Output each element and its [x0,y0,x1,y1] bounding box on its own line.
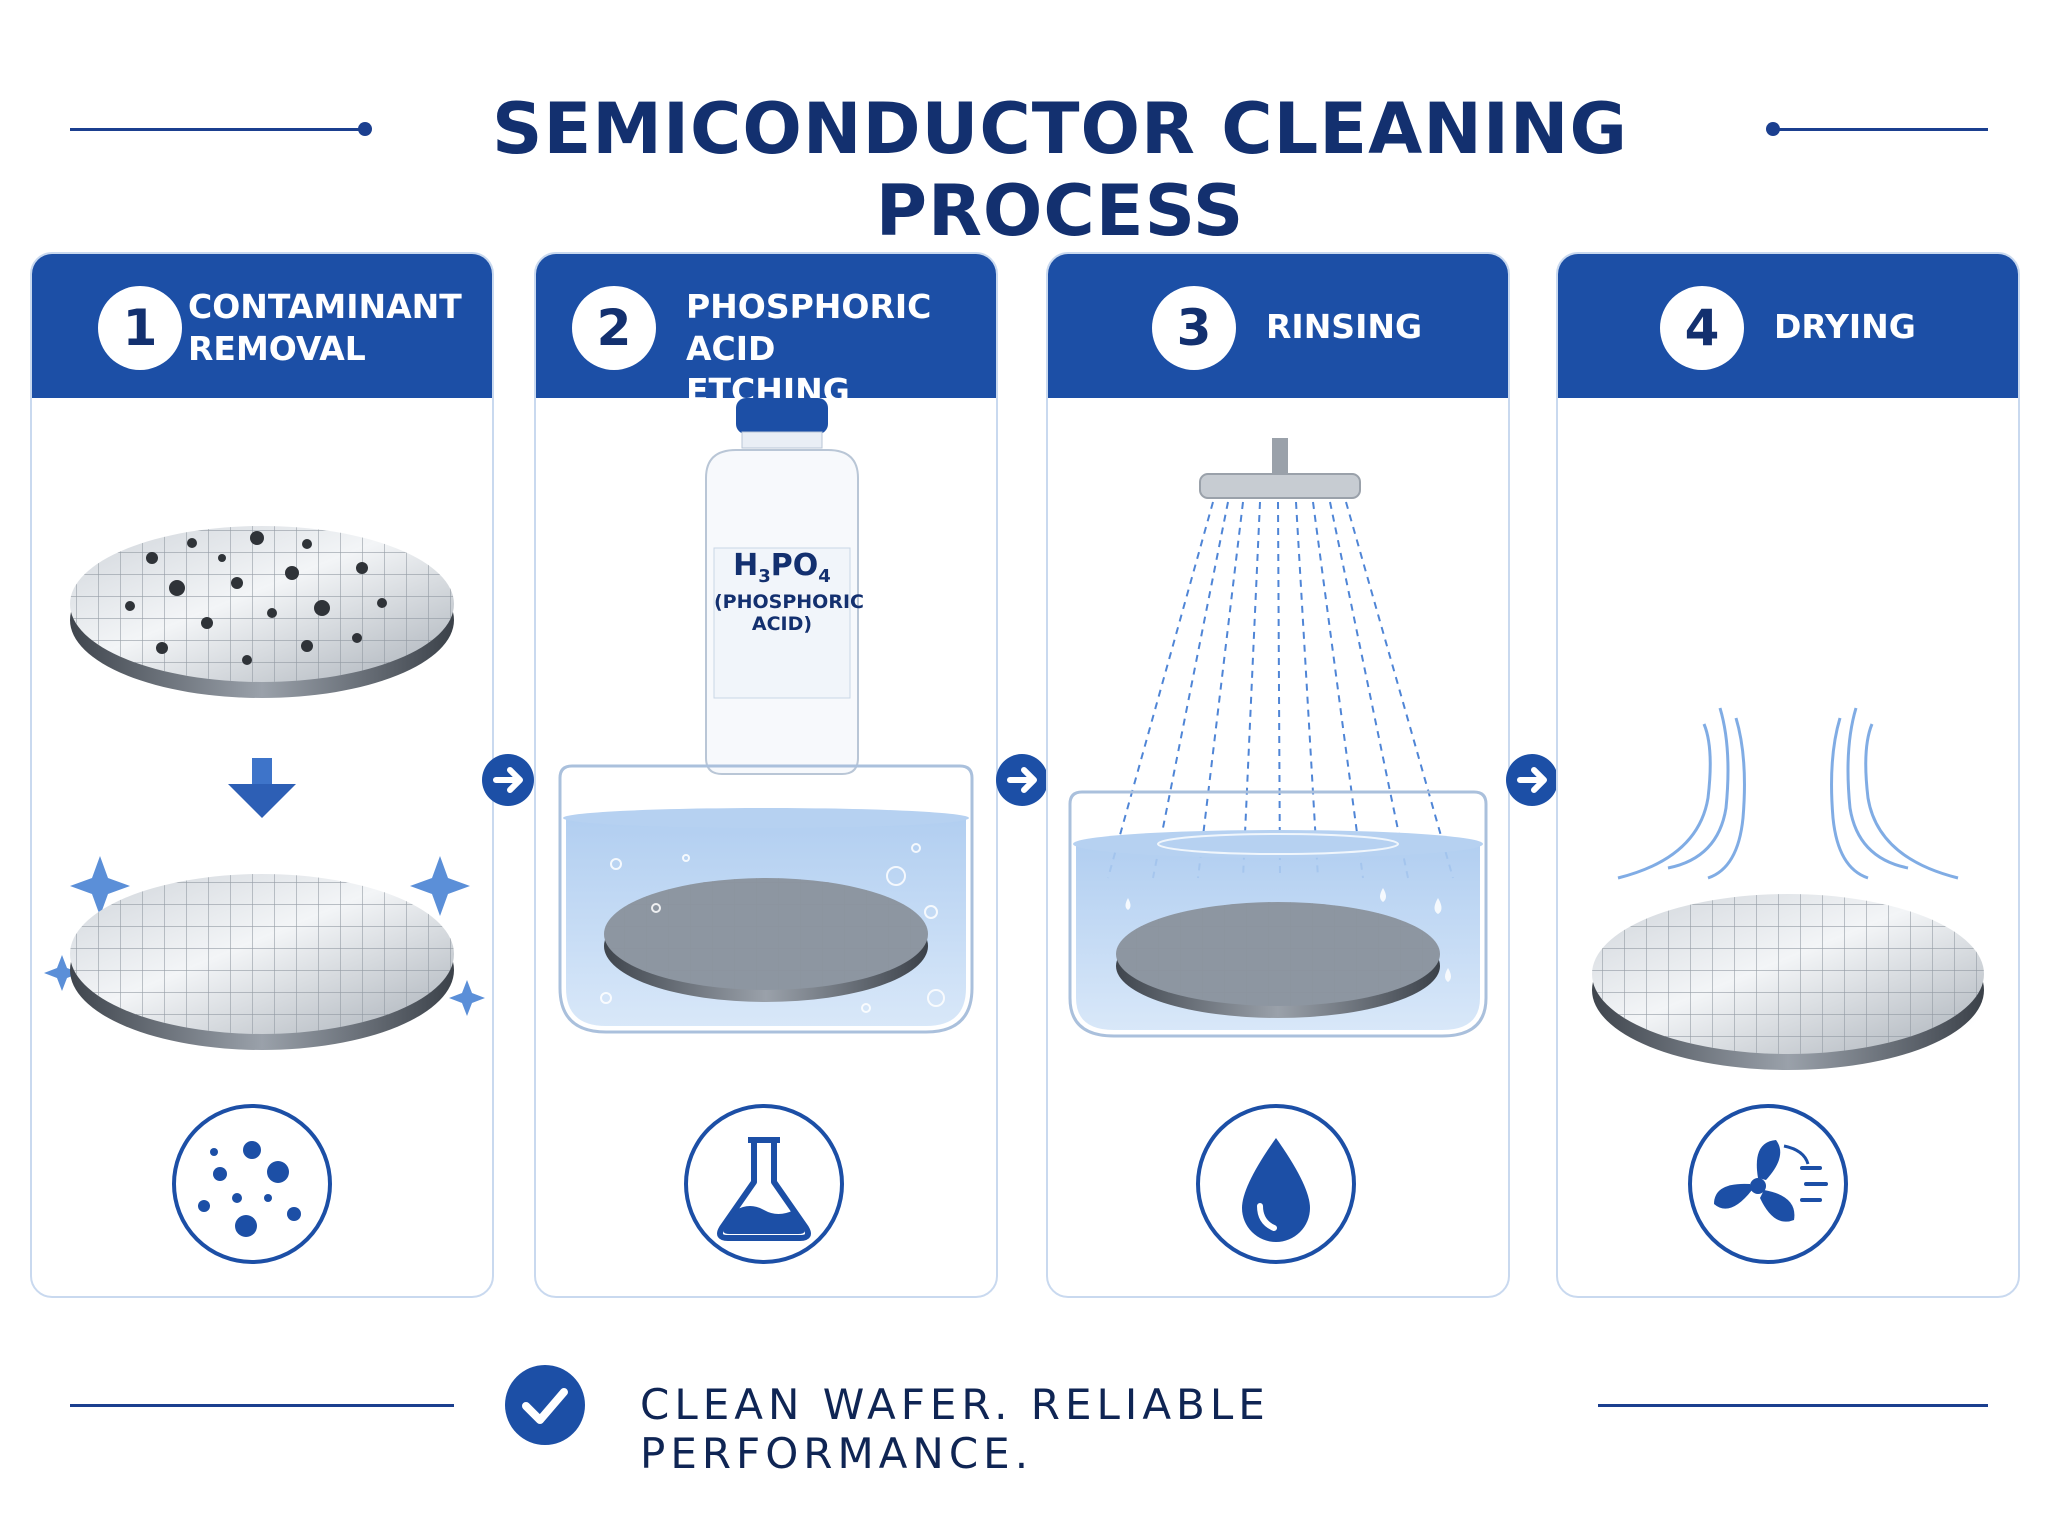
arrow-right-icon [1506,754,1558,806]
step-title-2: PHOSPHORIC ACID ETCHING [686,287,932,410]
footer-rule-left [70,1404,454,1407]
sparkle-icons [44,856,485,1016]
title-rule-right [1778,128,1988,131]
arrow-down-icon [228,758,296,818]
step-number-2: 2 [572,286,656,370]
footer-rule-right [1598,1404,1988,1407]
step-title-4: DRYING [1774,307,1916,346]
drying-illustration [1578,707,1998,1070]
acid-bottle [705,398,859,775]
step-title-3: RINSING [1266,307,1423,346]
step-header-4: 4 DRYING [1558,254,2018,398]
check-icon [505,1365,585,1445]
rinse-tank [1068,790,1488,1038]
flask-icon [684,1104,844,1264]
dirty-wafer [70,526,454,698]
step-number-4: 4 [1660,286,1744,370]
step-card-3: 3 RINSING [1046,252,1510,1298]
step-card-2: 2 PHOSPHORIC ACID ETCHING H3PO4 (PHOSPHO… [534,252,998,1298]
rinsing-illustration [1068,438,1488,1038]
step-title-1: CONTAMINANT REMOVAL [188,287,462,368]
bubbles [600,843,945,1013]
acid-etching-illustration [558,398,974,1034]
page-title: SEMICONDUCTOR CLEANING PROCESS [492,88,1628,252]
step-number-1: 1 [98,286,182,370]
title-banner: SEMICONDUCTOR CLEANING PROCESS [0,80,2048,252]
arrow-right-icon [996,754,1048,806]
step-number-3: 3 [1152,286,1236,370]
arrow-right-icon [482,754,534,806]
contaminant-particles [125,531,387,665]
footer-tagline: CLEAN WAFER. RELIABLE PERFORMANCE. [640,1380,1270,1478]
bottle-label-line2: (PHOSPHORIC [714,591,864,613]
dry-wafer [1592,894,1984,1070]
water-spray [1107,501,1454,879]
step-header-3: 3 RINSING [1048,254,1508,398]
bottle-formula: H3PO4 [733,548,831,587]
clean-wafer [70,874,454,1050]
fan-icon [1688,1104,1848,1264]
contaminant-removal-illustration [44,526,485,1050]
bottle-label-line3: ACID) [751,613,813,635]
title-dot-left [358,122,372,136]
particles-icon [172,1104,332,1264]
step-card-1: 1 CONTAMINANT REMOVAL [30,252,494,1298]
title-dot-right [1766,122,1780,136]
step-header-1: 1 CONTAMINANT REMOVAL [32,254,492,398]
shower-head-icon [1199,438,1361,499]
step-header-2: 2 PHOSPHORIC ACID ETCHING [536,254,996,410]
air-flow-lines [1617,707,1959,880]
step-card-4: 4 DRYING [1556,252,2020,1298]
water-drop-icon [1196,1104,1356,1264]
title-rule-left [70,128,360,131]
bottle-label: H3PO4 (PHOSPHORIC ACID) [714,548,864,635]
etching-tank [558,764,974,1034]
